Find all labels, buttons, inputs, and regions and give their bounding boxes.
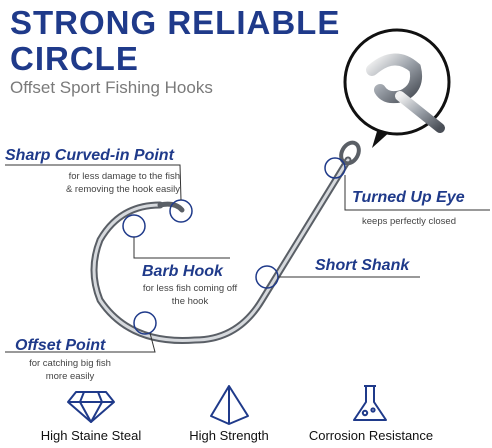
feature-label-steel: High Staine Steal xyxy=(40,428,142,443)
title-line-1: STRONG RELIABLE xyxy=(10,4,341,41)
label-short-shank: Short Shank xyxy=(315,257,410,274)
subtitle: Offset Sport Fishing Hooks xyxy=(10,78,213,97)
label-barb-hook: Barb Hook xyxy=(142,263,223,280)
label-sharp-point: Sharp Curved-in Point xyxy=(5,147,174,164)
desc-sharp-point-line2: & removing the hook easily xyxy=(65,184,180,195)
label-turned-up-eye: Turned Up Eye xyxy=(352,189,465,206)
marker-eye xyxy=(324,157,346,179)
marker-barb xyxy=(122,214,146,238)
desc-barb-hook-line1: for less fish coming off xyxy=(142,283,238,294)
marker-offset-point xyxy=(133,311,157,335)
leader-barb xyxy=(133,237,230,259)
desc-offset-point-line1: for catching big fish xyxy=(29,358,111,369)
leader-sharp-point xyxy=(5,164,182,201)
hook-body xyxy=(90,140,361,344)
feature-label-corrosion: Corrosion Resistance xyxy=(308,428,434,443)
desc-barb-hook: for less fish coming off the hook xyxy=(120,282,260,308)
desc-offset-point-line2: more easily xyxy=(45,371,95,382)
desc-turned-up-eye: keeps perfectly closed xyxy=(362,216,456,227)
leader-eye xyxy=(344,175,490,211)
feature-label-strength: High Strength xyxy=(189,428,269,443)
desc-barb-hook-line2: the hook xyxy=(171,296,209,307)
title-line-2: CIRCLE xyxy=(10,40,139,77)
desc-sharp-point: for less damage to the fish & removing t… xyxy=(30,170,180,196)
eye-zoom-bubble xyxy=(343,28,451,148)
label-offset-point: Offset Point xyxy=(15,337,106,354)
desc-sharp-point-line1: for less damage to the fish xyxy=(68,171,180,182)
desc-offset-point: for catching big fish more easily xyxy=(10,357,130,383)
leader-offset-point xyxy=(5,332,156,353)
